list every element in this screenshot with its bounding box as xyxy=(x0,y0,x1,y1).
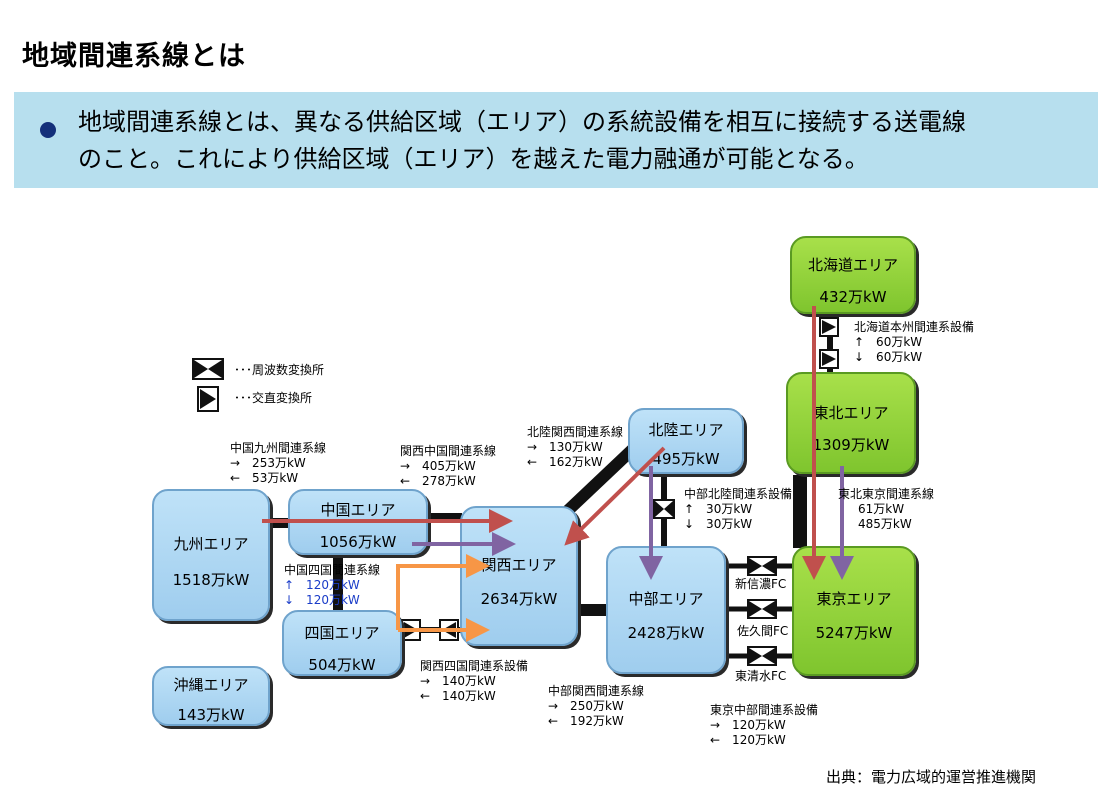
link-hokkaido-honshu: 北海道本州間連系設備 ↑ 60万kW ↓ 60万kW xyxy=(854,320,974,365)
link-forward: → 250万kW xyxy=(548,699,624,713)
link-chubu-hokuriku: 中部北陸間連系設備 ↑ 30万kW ↓ 30万kW xyxy=(684,487,792,532)
link-reverse: ← 120万kW xyxy=(710,733,786,747)
link-tohoku-tokyo: 東北東京間連系線 61万kW 485万kW xyxy=(838,487,934,532)
link-chugoku-kyushu: 中国九州間連系線 → 253万kW ← 53万kW xyxy=(230,441,326,486)
area-capacity: 2634万kW xyxy=(480,590,558,608)
link-up: ↑ 120万kW xyxy=(284,578,360,592)
freq-converter-icon xyxy=(747,646,777,666)
area-name: 中国エリア xyxy=(320,501,396,519)
area-name: 東京エリア xyxy=(816,590,892,608)
link-down: ↓ 30万kW xyxy=(684,517,753,531)
area-capacity: 495万kW xyxy=(652,450,720,468)
link-name: 北海道本州間連系設備 xyxy=(854,320,975,334)
area-name: 九州エリア xyxy=(173,535,249,553)
link-chubu-kansai: 中部関西間連系線 → 250万kW ← 192万kW xyxy=(548,684,644,729)
area-capacity: 5247万kW xyxy=(815,624,893,642)
link-forward: → 120万kW xyxy=(710,718,786,732)
area-kyushu: 九州エリア 1518万kW xyxy=(152,489,270,621)
link-name: 関西中国間連系線 xyxy=(400,444,497,458)
dc-converter-icon xyxy=(819,349,839,369)
link-hokuriku-kansai: 北陸関西間連系線 → 130万kW ← 162万kW xyxy=(527,425,623,470)
orange-flow-arrow xyxy=(396,554,490,630)
freq-converter-icon xyxy=(653,499,675,519)
red-flow-arrow xyxy=(564,446,666,546)
area-okinawa: 沖縄エリア 143万kW xyxy=(152,666,270,726)
legend-dc-converter-label: ･･･交直変換所 xyxy=(234,391,313,405)
converter-higashishimizu: 東清水FC xyxy=(735,669,787,683)
summary-line-1: 地域間連系線とは、異なる供給区域（エリア）の系統設備を相互に接続する送電線 xyxy=(78,108,966,136)
area-name: 沖縄エリア xyxy=(173,676,249,694)
link-name: 中部北陸間連系設備 xyxy=(684,487,793,501)
link-forward: → 140万kW xyxy=(420,674,496,688)
area-name: 北陸エリア xyxy=(648,421,724,439)
legend-freq-converter-label: ･･･周波数変換所 xyxy=(234,363,325,377)
area-name: 関西エリア xyxy=(481,556,557,574)
link-reverse: ← 140万kW xyxy=(420,689,496,703)
area-shikoku: 四国エリア 504万kW xyxy=(282,610,402,676)
link-tokyo-chubu: 東京中部間連系設備 → 120万kW ← 120万kW xyxy=(710,703,818,748)
page-title: 地域間連系線とは xyxy=(22,41,246,72)
link-up: 61万kW xyxy=(858,502,905,516)
link-kansai-chugoku: 関西中国間連系線 → 405万kW ← 278万kW xyxy=(400,444,496,489)
area-capacity: 1056万kW xyxy=(319,533,397,551)
link-up: ↑ 30万kW xyxy=(684,502,753,516)
dc-converter-icon xyxy=(819,317,839,337)
area-capacity: 504万kW xyxy=(308,656,376,674)
area-capacity: 143万kW xyxy=(177,706,245,724)
legend-dc-converter-icon xyxy=(197,386,219,412)
area-capacity: 432万kW xyxy=(819,288,887,306)
link-reverse: ← 278万kW xyxy=(400,474,476,488)
link-forward: → 253万kW xyxy=(230,456,306,470)
converter-shinshinano: 新信濃FC xyxy=(735,577,787,591)
legend-freq-converter-icon xyxy=(192,358,224,380)
converter-sakuma: 佐久間FC xyxy=(737,624,789,638)
link-down: ↓ 120万kW xyxy=(284,593,360,607)
area-chubu: 中部エリア 2428万kW xyxy=(606,546,726,674)
link-chugoku-shikoku: 中国四国間連系線 ↑ 120万kW ↓ 120万kW xyxy=(284,563,380,608)
link-name: 関西四国間連系設備 xyxy=(420,659,529,673)
link-name: 北陸関西間連系線 xyxy=(527,425,624,439)
link-down: ↓ 60万kW xyxy=(854,350,923,364)
line-kansai-hokuriku xyxy=(555,443,639,523)
area-name: 四国エリア xyxy=(304,624,380,642)
link-down: 485万kW xyxy=(858,517,912,531)
link-name: 東京中部間連系設備 xyxy=(710,703,819,717)
link-reverse: ← 162万kW xyxy=(527,455,603,469)
area-name: 東北エリア xyxy=(813,404,889,422)
freq-converter-icon xyxy=(747,556,777,576)
link-name: 中部関西間連系線 xyxy=(548,684,645,698)
area-hokkaido: 北海道エリア 432万kW xyxy=(790,236,916,314)
link-reverse: ← 192万kW xyxy=(548,714,624,728)
link-forward: → 405万kW xyxy=(400,459,476,473)
summary-text: 地域間連系線とは、異なる供給区域（エリア）の系統設備を相互に接続する送電線 のこ… xyxy=(78,104,1088,178)
link-kansai-shikoku: 関西四国間連系設備 → 140万kW ← 140万kW xyxy=(420,659,528,704)
source-credit: 出典：電力広域的運営推進機関 xyxy=(826,768,1037,786)
link-up: ↑ 60万kW xyxy=(854,335,923,349)
link-reverse: ← 53万kW xyxy=(230,471,299,485)
area-capacity: 2428万kW xyxy=(627,624,705,642)
summary-line-2: のこと。これにより供給区域（エリア）を越えた電力融通が可能となる。 xyxy=(78,145,869,173)
link-forward: → 130万kW xyxy=(527,440,603,454)
area-name: 中部エリア xyxy=(628,590,704,608)
link-name: 東北東京間連系線 xyxy=(838,487,935,501)
frequency-converters xyxy=(192,358,777,666)
freq-converter-icon xyxy=(747,599,777,619)
area-tohoku: 東北エリア 1309万kW xyxy=(786,372,916,474)
link-name: 中国四国間連系線 xyxy=(284,563,381,577)
summary-banner xyxy=(14,92,1098,188)
area-capacity: 1518万kW xyxy=(172,571,250,589)
bullet-icon xyxy=(40,122,56,138)
link-name: 中国九州間連系線 xyxy=(230,441,327,455)
area-capacity: 1309万kW xyxy=(812,436,890,454)
area-name: 北海道エリア xyxy=(807,256,898,274)
